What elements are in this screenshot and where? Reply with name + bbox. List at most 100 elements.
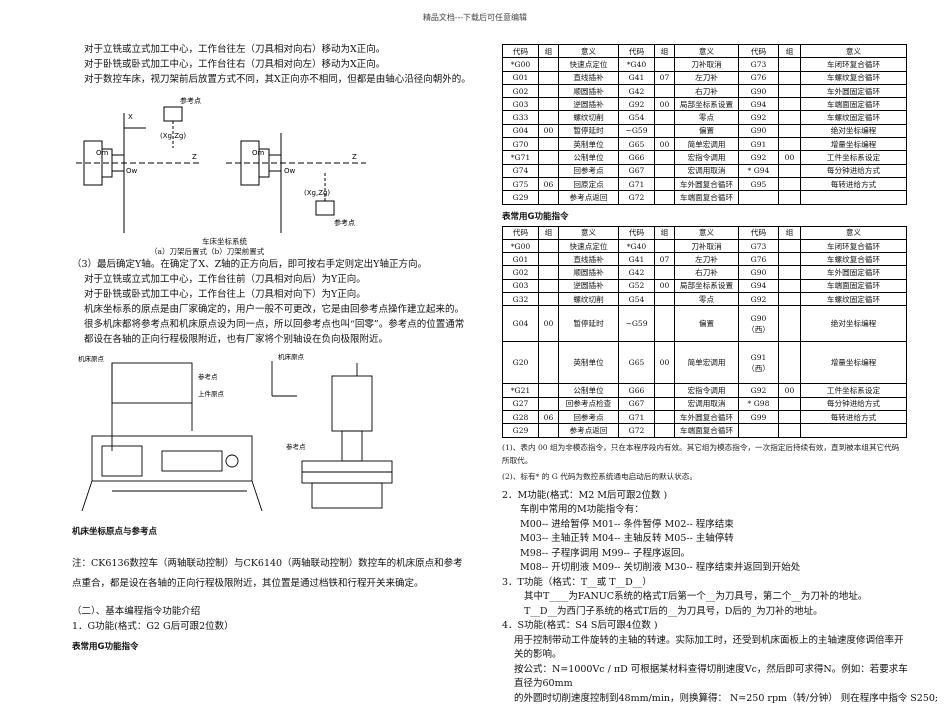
fig2-lathe-origin: 机床原点 <box>78 354 105 363</box>
table-cell: 顺圆插补 <box>558 265 619 280</box>
table-cell: *G00 <box>502 57 539 72</box>
table-cell <box>538 83 559 99</box>
column-header: 组 <box>654 43 675 59</box>
table-cell <box>654 265 675 280</box>
table-cell: 车端面固定循环 <box>800 278 907 294</box>
t-line-1: 其中T____为FANUC系统的格式T后第一个__为刀具号，第二个__为刀补的地… <box>524 591 868 603</box>
table-cell: G92 <box>738 383 779 398</box>
table-cell: G29 <box>502 190 539 205</box>
table-cell <box>538 292 559 307</box>
table-cell: 每分钟进给方式 <box>800 163 907 178</box>
s-line-3: 的外圆时切削速度控制到48mm/min，则换算得： N=250 rpm（转/分钟… <box>514 692 939 704</box>
table-cell: 螺纹切削 <box>558 110 619 125</box>
column-header: 代码 <box>738 43 779 59</box>
table-cell <box>800 423 907 438</box>
table-cell <box>654 123 675 139</box>
column-header: 意义 <box>558 43 619 59</box>
column-header: 意义 <box>674 43 739 59</box>
table-cell: G92 <box>738 110 779 125</box>
table-cell: G70 <box>502 137 539 152</box>
table-cell: *G00 <box>502 238 539 254</box>
table-cell: G95 <box>738 176 779 192</box>
t-function-title: 3．T功能（格式：T__或 T__D__） <box>502 576 652 588</box>
table-cell: G42 <box>618 265 655 280</box>
table-notes: (1)、表内 00 组为非模态指令，只在本程序段内有效。其它组为模态指令，一次指… <box>502 441 906 483</box>
table-cell <box>538 396 559 411</box>
table-cell: 零点 <box>674 292 739 307</box>
table-cell: G76 <box>738 252 779 267</box>
table-cell: 刀补取消 <box>674 57 739 72</box>
table-cell: G01 <box>502 70 539 85</box>
table-cell: 左刀补 <box>674 252 739 267</box>
fig2-mill-ref: 参考点 <box>286 442 306 451</box>
table-cell: G67 <box>618 396 655 411</box>
table-cell: 局部坐标系设置 <box>674 278 739 294</box>
lathe-coordinate-figure: 参考点 (Xg,Zg) Z X Z Om Ow Om Ow (Xg,Zg) 参考… <box>76 96 366 233</box>
table-cell <box>654 396 675 411</box>
column-header: 代码 <box>502 225 539 240</box>
fig2-mill-origin: 机床原点 <box>278 352 305 361</box>
table-cell: 回参考点检查 <box>558 396 619 411</box>
table-cell: G28 <box>502 409 539 425</box>
note-1: (1)、表内 00 组为非模态指令，只在本程序段内有效。其它组为模态指令，一次指… <box>502 442 900 465</box>
table-cell <box>778 110 801 125</box>
table-cell: 车外圆固定循环 <box>800 83 907 99</box>
left-column: 对于立铣或立式加工中心，工作台往左（刀具相对向右）移动为X正向。 对于卧铣或卧式… <box>72 42 472 655</box>
table-cell: 00 <box>538 123 559 139</box>
table-cell: 车端面复合循环 <box>674 190 739 205</box>
table-cell: 宏指令调用 <box>674 150 739 165</box>
table-cell: 车螺纹固定循环 <box>800 110 907 125</box>
table-cell: 公制单位 <box>558 383 619 398</box>
table-cell: G94 <box>738 278 779 294</box>
table-cell: 车端面复合循环 <box>674 423 739 438</box>
table-cell <box>778 57 801 72</box>
table-cell: G73 <box>738 238 779 254</box>
table-cell <box>538 265 559 280</box>
column-header: 组 <box>778 225 801 240</box>
table-cell: 每分钟进给方式 <box>800 396 907 411</box>
table-cell: G75 <box>502 176 539 192</box>
table-cell: 暂停延时 <box>558 123 619 139</box>
table-cell <box>538 110 559 125</box>
m-function-intro: 车削中常用的M功能指令有： <box>520 504 644 516</box>
table-cell: 刀补取消 <box>674 238 739 254</box>
para-note-ck6136: 注：CK6136数控车（两轴联动控制）与CK6140（两轴联动控制）数控车的机床… <box>72 558 463 589</box>
table-cell: G94 <box>738 97 779 112</box>
table-cell: G72 <box>618 423 655 438</box>
table-cell: G67 <box>618 163 655 178</box>
table-cell: 车螺纹复合循环 <box>800 252 907 267</box>
table-cell <box>778 176 801 192</box>
table-cell <box>654 292 675 307</box>
section-title: （二）、基本编程指令功能介绍 <box>72 606 201 617</box>
note-2: (2)、标有* 的 G 代码为数控系统通电启动后的默认状态。 <box>502 471 697 481</box>
table-cell <box>538 97 559 112</box>
m-line-2: M03-- 主轴正转 M04-- 主轴反转 M05-- 主轴停转 <box>520 533 734 545</box>
table-cell: G02 <box>502 265 539 280</box>
table-cell: 右刀补 <box>674 265 739 280</box>
m-line-4: M08-- 开切削液 M09-- 关切削液 M30-- 程序结束并返回到开始处 <box>520 562 801 574</box>
table-cell: G65 <box>618 137 655 152</box>
table-cell <box>778 409 801 425</box>
table-cell: 00 <box>654 137 675 152</box>
fig1-ow-b: Ow <box>284 167 296 175</box>
table-cell: G54 <box>618 110 655 125</box>
t-line-2: T__D__为西门子系统的格式T后的__为刀具号，D后的_为刀补的地址。 <box>524 605 823 617</box>
m-line-1: M00-- 进给暂停 M01-- 条件暂停 M02-- 程序结束 <box>520 518 734 530</box>
table-cell <box>654 409 675 425</box>
table-cell <box>654 383 675 398</box>
table-title-left: 表常用G功能指令 <box>72 642 139 652</box>
table-cell: 00 <box>778 383 801 398</box>
table2-header-row: 代码组意义代码组意义代码组意义 <box>502 225 907 240</box>
s-line-2: 按公式：N=1000Vc / πD 可根据某材料查得切削速度Vc，然后即可求得N… <box>514 663 908 690</box>
fig1-coord-a: (Xg,Zg) <box>160 132 186 140</box>
fig1-om-b: Om <box>252 149 265 157</box>
table-cell <box>778 396 801 411</box>
